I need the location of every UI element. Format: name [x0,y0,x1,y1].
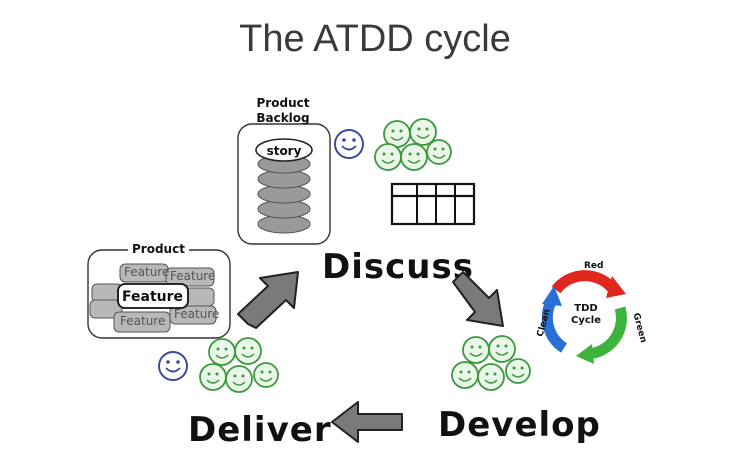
backlog-title: Product Backlog [252,96,314,126]
product-feature-card: Feature [174,307,220,321]
arrow-to-discuss-icon [237,271,299,329]
tdd-red-label: Red [584,261,604,271]
backlog-story-top: story [266,144,302,158]
product-frame [87,249,231,339]
backlog-title-line2: Backlog [256,111,310,125]
backlog-title-line1: Product [256,96,310,110]
backlog-frame [237,123,331,245]
stage-deliver: Deliver [188,410,332,450]
product-feature-card: Feature [124,265,170,279]
acceptance-table-icon [390,182,476,226]
arrow-to-develop-icon [452,271,504,327]
product-backlog [236,92,332,247]
product-feature-card: Feature [120,314,166,328]
product-title: Product [128,242,189,256]
product-feature-card: Feature [170,269,216,283]
product-box: Feature Feature Feature Feature [86,248,232,340]
arrow-to-deliver-icon [331,401,403,443]
develop-team-smileys-icon [451,335,531,391]
deliver-team-smileys-icon [199,337,279,393]
stage-develop: Develop [438,405,601,445]
stage-discuss: Discuss [322,247,474,287]
tdd-title-line1: TDD [574,303,598,314]
product-feature-highlight: Feature [122,289,183,305]
customer-smiley-icon [334,129,364,159]
tdd-cycle-title: TDD Cycle [564,303,608,327]
team-smileys-icon [374,118,452,171]
diagram-title: The ATDD cycle [239,18,511,60]
tdd-cycle-icon [541,270,627,364]
deliver-customer-smiley-icon [158,351,188,381]
tdd-title-line2: Cycle [571,315,601,326]
